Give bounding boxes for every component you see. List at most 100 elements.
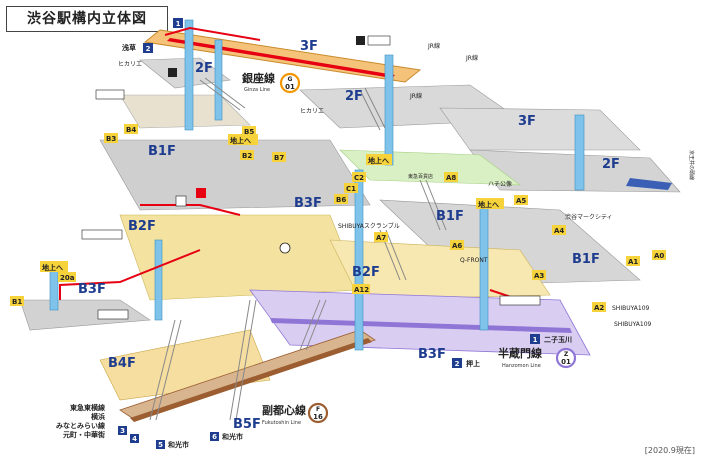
label-hikarie-2: ヒカリエ — [300, 108, 324, 115]
to-ground-2: 地上へ — [368, 156, 389, 165]
exit-c2: C2 — [354, 174, 364, 182]
floor-b1f-right: B1F — [572, 252, 600, 267]
hanzomon-line-icon — [555, 347, 577, 369]
label-shibuya109-a: SHIBUYA109 — [612, 305, 650, 312]
ginza-line-name: 銀座線 — [242, 71, 275, 85]
vertical-shafts — [49, 19, 585, 351]
tokyu-line-2: 横浜 — [91, 412, 105, 421]
toilet-icon — [95, 89, 125, 100]
floor-b1f-mid: B1F — [436, 209, 464, 224]
tokyu-line-3: みなとみらい線 — [56, 421, 105, 430]
tokyu-label-block: 東急東横線 横浜 みなとみらい線 元町・中華街 — [56, 403, 105, 439]
left-b3f-corridor — [19, 299, 151, 331]
label-jr-1: JR線 — [427, 42, 440, 50]
hanzomon-line-name: 半蔵門線 — [498, 346, 542, 360]
floor-b5f: B5F — [233, 417, 261, 432]
floor-2f-right: 2F — [602, 157, 620, 172]
exit-c1: C1 — [346, 185, 356, 193]
tokyu-line-1: 東急東横線 — [70, 403, 105, 412]
exit-b2: B2 — [242, 152, 252, 160]
facility-icons — [81, 35, 541, 320]
platform-6-dest: 和光市 — [221, 432, 243, 441]
platform-2-dest: 浅草 — [122, 43, 136, 52]
mark-city-bar — [626, 178, 672, 190]
exit-tags: B1 B3 B4 B5 B2 B6 B7 C2 C1 A0 A1 A2 A3 A… — [10, 124, 666, 312]
info-icon — [196, 188, 206, 198]
elevator-icon-2 — [356, 36, 365, 45]
exit-a2: A2 — [594, 304, 604, 312]
exit-a12: A12 — [354, 286, 369, 294]
exit-a3: A3 — [534, 272, 544, 280]
hanzomon-num: 01 — [561, 358, 571, 366]
platform-tags: 1 浅草 2 1 二子玉川 2 押上 3 4 5 和光市 6 和光市 — [118, 18, 572, 449]
label-shibuya109-b: SHIBUYA109 — [614, 321, 652, 328]
platform-1: 1 — [176, 20, 181, 28]
floor-b1f-left: B1F — [148, 144, 176, 159]
hz-platform-2-dest: 押上 — [466, 359, 480, 368]
platform-4: 4 — [132, 435, 137, 443]
page-title: 渋谷駅構内立体図 — [6, 6, 168, 32]
floor-b4f: B4F — [108, 356, 136, 371]
fukutoshin-code: F — [316, 406, 320, 413]
route-lines — [59, 26, 521, 301]
exit-a6: A6 — [452, 242, 462, 250]
exit-b1: B1 — [12, 298, 22, 306]
floor-b2f-mid: B2F — [352, 265, 380, 280]
label-hikarie-1: ヒカリエ — [118, 61, 142, 68]
fukutoshin-line-badge: 副都心線 Fukutoshin Line F 16 — [262, 402, 329, 426]
exit-a4: A4 — [554, 227, 564, 235]
hanzomon-line-badge: 半蔵門線 Hanzomon Line Z 01 — [498, 346, 577, 369]
right-3f-block — [439, 107, 641, 151]
exit-b5: B5 — [244, 128, 254, 136]
hanzomon-code: Z — [564, 351, 569, 358]
ticket-icon — [175, 195, 187, 207]
floor-b2f-left: B2F — [128, 219, 156, 234]
landmark-labels: ヒカリエ ヒカリエ JR線 JR線 JR線 ハチ公像 渋谷マークシティ Q-FR… — [118, 42, 695, 328]
tokyu-line-4: 元町・中華街 — [63, 430, 105, 439]
floor-b3f-mid: B3F — [294, 196, 322, 211]
platform-5-dest: 和光市 — [167, 440, 189, 449]
fukutoshin-line-name: 副都心線 — [262, 403, 306, 417]
fukutoshin-num: 16 — [313, 413, 323, 421]
label-inokashira: 京王井の頭線 — [688, 150, 695, 180]
label-qfront: Q-FRONT — [460, 257, 488, 264]
toilet-icon-2 — [367, 35, 391, 46]
floor-3f-top: 3F — [300, 39, 318, 54]
label-tokyu-dept: 東急百貨店 — [408, 173, 433, 180]
to-ground-1: 地上へ — [230, 136, 251, 145]
label-hachiko: ハチ公像 — [488, 180, 512, 188]
fukutoshin-platform — [119, 329, 376, 421]
fukutoshin-track — [130, 338, 372, 422]
toilet-icon-3 — [81, 229, 123, 240]
label-shibuya-scramble: SHIBUYAスクランブル — [338, 222, 400, 230]
fukutoshin-line-en: Fukutoshin Line — [262, 420, 301, 426]
exit-b6: B6 — [336, 196, 346, 204]
fukutoshin-line-icon — [307, 402, 329, 424]
ginza-line-icon — [279, 72, 301, 94]
ginza-code: G — [288, 76, 293, 83]
toilet-icon-4 — [499, 295, 541, 306]
platform-2: 2 — [146, 45, 151, 53]
exit-20a: 20a — [60, 274, 75, 282]
toilet-icon-5 — [97, 309, 129, 320]
floor-2f-left: 2F — [195, 61, 213, 76]
exit-a5: A5 — [516, 197, 526, 205]
ginza-num: 01 — [285, 83, 295, 91]
exit-b7: B7 — [274, 154, 284, 162]
label-jr-2: JR線 — [465, 54, 478, 62]
escalators — [149, 77, 447, 421]
to-ground-3: 地上へ — [478, 200, 499, 209]
date-note: [2020.9現在] — [644, 446, 695, 455]
floor-b3f-left: B3F — [78, 282, 106, 297]
floor-labels: 3F 2F 2F 3F 2F B1F B1F B1F B2F B2F B3F B… — [78, 39, 620, 432]
exit-a0: A0 — [654, 252, 664, 260]
platform-3: 3 — [120, 427, 125, 435]
exit-b4: B4 — [126, 126, 136, 134]
floor-b3f-bottom: B3F — [418, 347, 446, 362]
platform-5: 5 — [158, 441, 163, 449]
b1f-concourse — [99, 139, 371, 211]
label-jr-3: JR線 — [409, 92, 422, 100]
floor-3f-right: 3F — [518, 114, 536, 129]
